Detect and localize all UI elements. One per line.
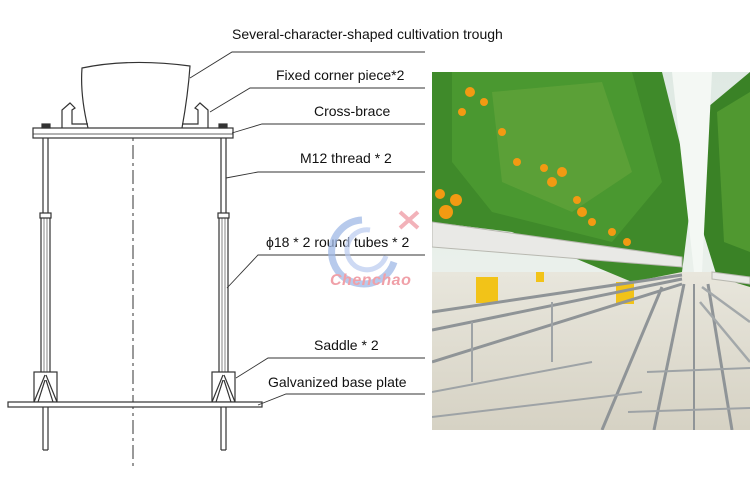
label-corner-piece: Fixed corner piece*2 [276,67,405,83]
chenchao-logo [328,210,420,288]
leader-baseplate [257,393,425,406]
cultivation-trough [81,61,191,129]
corner-piece-left [61,102,88,128]
leader-trough [189,51,425,79]
label-thread: M12 thread * 2 [300,150,392,166]
cross-brace [32,127,234,139]
label-base-plate: Galvanized base plate [268,374,407,390]
diameter-symbol: ϕ [266,234,274,250]
label-cross-brace: Cross-brace [314,103,391,119]
leader-corner [209,87,425,113]
label-saddle: Saddle * 2 [314,337,379,353]
watermark-text: Chenchao [330,272,412,289]
leader-tubes [226,254,425,289]
greenhouse-photo [432,72,750,430]
right-post [211,138,236,451]
label-tubes: ϕ18 * 2 round tubes * 2 [266,234,409,250]
leader-saddle [235,357,425,379]
base-plate [7,401,263,408]
corner-piece-right [182,102,209,128]
label-trough: Several-character-shaped cultivation tro… [232,26,503,42]
support-structure-drawing [7,51,425,470]
label-tubes-text: 18 * 2 round tubes * 2 [273,234,410,250]
leader-thread [225,171,425,179]
left-post [33,138,58,451]
leader-crossbrace [231,123,425,134]
